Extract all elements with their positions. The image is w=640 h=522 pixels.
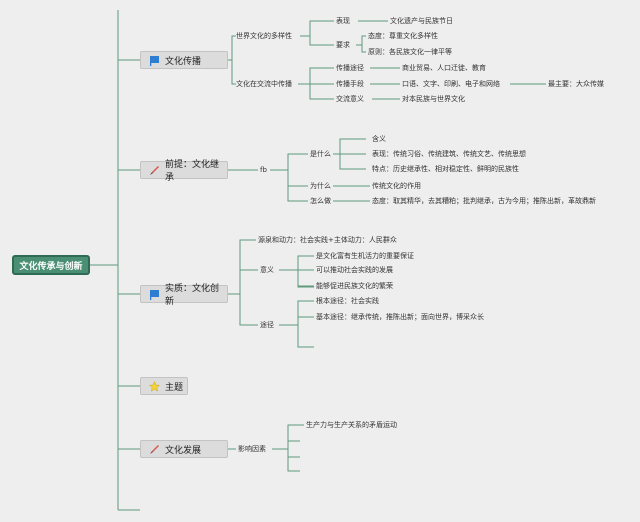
- node-significance[interactable]: 意义: [260, 266, 274, 274]
- topic-cultural-development[interactable]: 文化发展: [140, 440, 228, 458]
- node-fundamental[interactable]: 根本途径：社会实践: [316, 297, 379, 305]
- topic-cultural-transmission[interactable]: 文化传播: [140, 51, 228, 69]
- node-requirement[interactable]: 要求: [336, 41, 350, 49]
- node-fb[interactable]: fb: [260, 166, 267, 174]
- node-contradiction[interactable]: 生产力与生产关系的矛盾运动: [306, 421, 397, 429]
- star-icon: [148, 380, 161, 392]
- topic-cultural-inheritance[interactable]: 前提：文化继承: [140, 160, 228, 183]
- node-basic[interactable]: 基本途径：继承传统，推陈出新；面向世界，博采众长: [316, 313, 484, 321]
- node-attitude[interactable]: 态度：尊重文化多样性: [368, 32, 438, 40]
- node-significance-value[interactable]: 对本民族与世界文化: [402, 95, 465, 103]
- node-means[interactable]: 传播手段: [336, 80, 364, 88]
- topic-label: 文化发展: [165, 445, 202, 456]
- node-why[interactable]: 为什么: [310, 182, 331, 190]
- central-topic[interactable]: 文化传承与创新: [12, 255, 90, 275]
- node-means-value[interactable]: 口语、文字、印刷、电子和网络: [402, 80, 500, 88]
- topic-label: 文化传播: [165, 56, 202, 67]
- node-source[interactable]: 源泉和动力：社会实践+主体动力：人民群众: [258, 236, 397, 244]
- topic-cultural-innovation[interactable]: 实质：文化创新: [140, 284, 228, 307]
- node-exchange[interactable]: 文化在交流中传播: [236, 80, 292, 88]
- node-manifestation[interactable]: 表现: [336, 17, 350, 25]
- topic-label: 前提：文化继承: [165, 160, 220, 183]
- node-channels-value[interactable]: 商业贸易、人口迁徙、教育: [402, 64, 486, 72]
- node-mass-media[interactable]: 最主要：大众传媒: [548, 80, 604, 88]
- pencil-icon: [149, 165, 160, 176]
- node-what[interactable]: 是什么: [310, 150, 331, 158]
- node-forms[interactable]: 表现：传统习俗、传统建筑、传统文艺、传统思想: [372, 150, 526, 158]
- topic-label: 主题: [165, 382, 184, 393]
- topic-label: 实质：文化创新: [165, 284, 220, 307]
- node-world-diversity[interactable]: 世界文化的多样性: [236, 32, 292, 40]
- flag-icon: [149, 55, 160, 66]
- node-exchange-significance[interactable]: 交流意义: [336, 95, 364, 103]
- node-role[interactable]: 传统文化的作用: [372, 182, 421, 190]
- node-approach[interactable]: 途径: [260, 321, 274, 329]
- node-prosperity[interactable]: 能够促进民族文化的繁荣: [316, 282, 393, 290]
- pencil-icon: [149, 444, 160, 455]
- node-how-value[interactable]: 态度：取其精华，去其糟粕；批判继承，古为今用；推陈出新，革故鼎新: [372, 197, 596, 205]
- node-how[interactable]: 怎么做: [310, 197, 331, 205]
- node-principle[interactable]: 原则：各民族文化一律平等: [368, 48, 452, 56]
- flag-icon: [149, 289, 160, 300]
- node-meaning[interactable]: 含义: [372, 135, 386, 143]
- topic-theme[interactable]: 主题: [140, 377, 188, 395]
- node-features[interactable]: 特点：历史继承性、相对稳定性、鲜明的民族性: [372, 165, 519, 173]
- node-channels[interactable]: 传播途径: [336, 64, 364, 72]
- node-heritage[interactable]: 文化遗产与民族节日: [390, 17, 453, 25]
- node-factors[interactable]: 影响因素: [238, 445, 266, 453]
- node-practice[interactable]: 可以推动社会实践的发展: [316, 266, 393, 274]
- node-vitality[interactable]: 是文化富有生机活力的重要保证: [316, 252, 414, 260]
